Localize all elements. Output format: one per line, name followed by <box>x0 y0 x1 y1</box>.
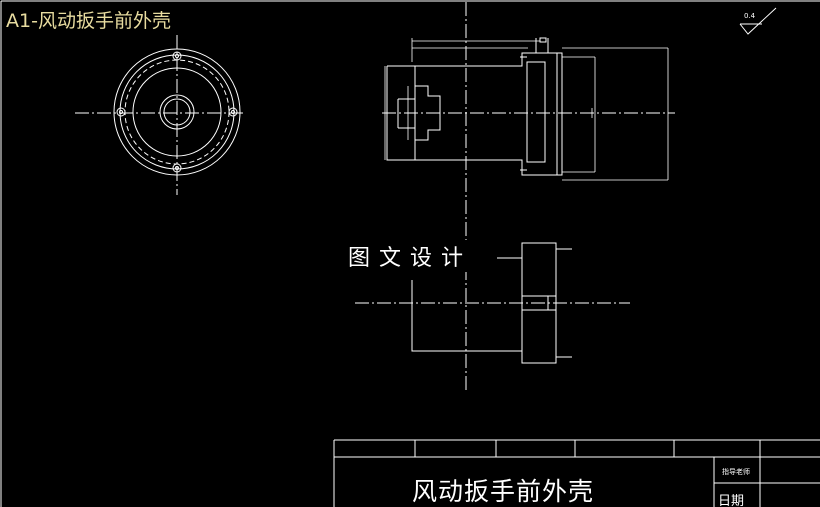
title-block-lines <box>333 439 820 507</box>
sheet-title: A1-风动扳手前外壳 <box>6 10 171 32</box>
title-block-date-label: 日期 <box>718 494 745 507</box>
dimension-lines <box>384 38 669 181</box>
roughness-value: 0.4 <box>744 12 756 20</box>
center-lines <box>75 2 675 392</box>
watermark-text: 图文设计 <box>346 240 475 272</box>
roughness-symbol <box>739 7 777 35</box>
front-view <box>113 48 241 176</box>
title-block-part-name: 风动扳手前外壳 <box>412 477 595 506</box>
side-view <box>386 37 563 176</box>
title-block-teacher-label: 指导老师 <box>722 468 750 476</box>
bottom-view <box>411 242 572 364</box>
